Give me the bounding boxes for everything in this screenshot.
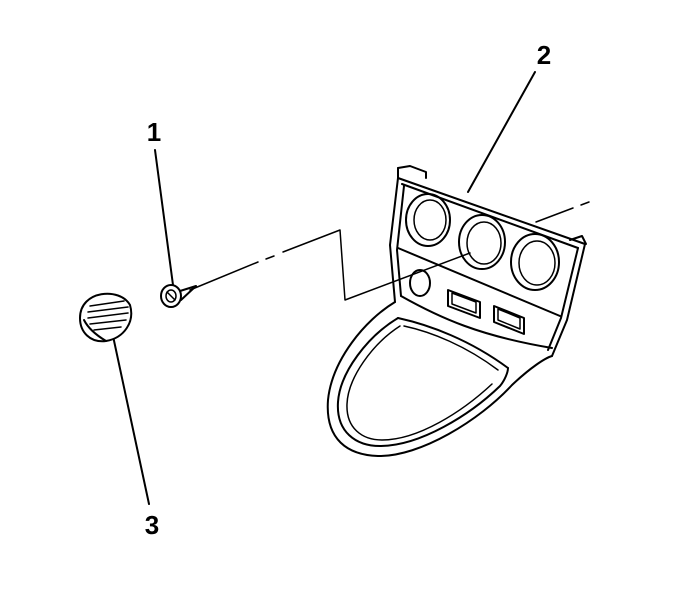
leader-line-3 (112, 335, 150, 505)
callout-2-label: 2 (537, 40, 551, 70)
callout-3-label: 3 (145, 510, 159, 540)
console-bezel-part-2 (326, 165, 587, 458)
callout-1-label: 1 (147, 117, 161, 147)
leader-line-2 (467, 71, 536, 193)
alignment-centerline (189, 201, 590, 301)
leader-line-1 (154, 149, 174, 286)
retainer-clip-part-1 (160, 284, 197, 308)
knob-part-3 (79, 292, 133, 343)
